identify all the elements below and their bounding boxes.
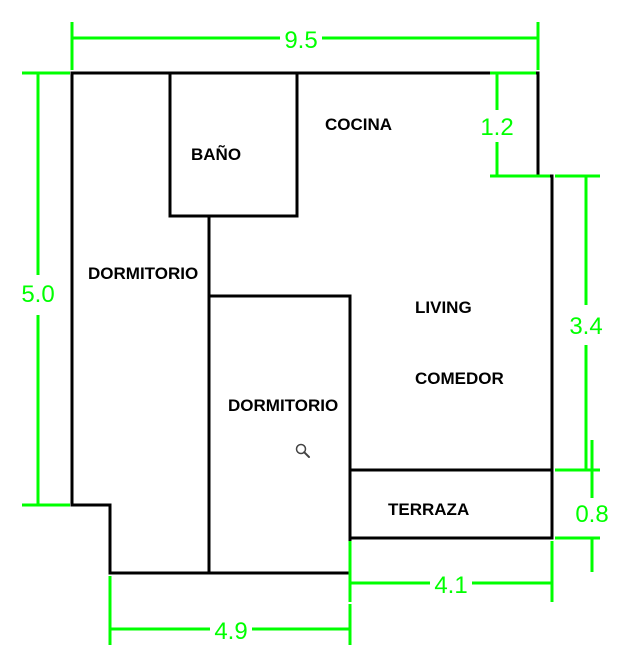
- dimension-bottom-left: [108, 576, 352, 645]
- room-label-terraza: TERRAZA: [388, 500, 469, 519]
- search-icon: [295, 443, 310, 458]
- interior-walls: [168, 71, 554, 575]
- dimension-top-width: [70, 22, 540, 70]
- dimension-left-height-label: 5.0: [21, 281, 54, 308]
- room-label-cocina: COCINA: [325, 115, 392, 134]
- outer-walls: [70, 71, 554, 575]
- dimension-top-width-label: 9.5: [284, 27, 317, 54]
- room-label-living: LIVING: [415, 298, 472, 317]
- room-label-bano: BAÑO: [191, 144, 241, 164]
- dimension-bottom-left-label: 4.9: [214, 618, 247, 645]
- dimension-left-height: [22, 71, 70, 507]
- dimension-bottom-right: [348, 541, 554, 602]
- dimension-bottom-right-label: 4.1: [434, 572, 467, 599]
- room-label-dormitorio-center: DORMITORIO: [228, 396, 338, 415]
- room-label-dormitorio-left: DORMITORIO: [88, 264, 198, 283]
- dimension-notch: [490, 71, 550, 178]
- dimension-right-height: [555, 174, 600, 472]
- room-label-comedor: COMEDOR: [415, 369, 504, 388]
- dimension-right-height-label: 3.4: [569, 313, 602, 340]
- dimension-terraza-depth-label: 0.8: [575, 501, 608, 528]
- dimension-terraza-depth: [555, 470, 600, 572]
- dimension-notch-label: 1.2: [480, 114, 513, 141]
